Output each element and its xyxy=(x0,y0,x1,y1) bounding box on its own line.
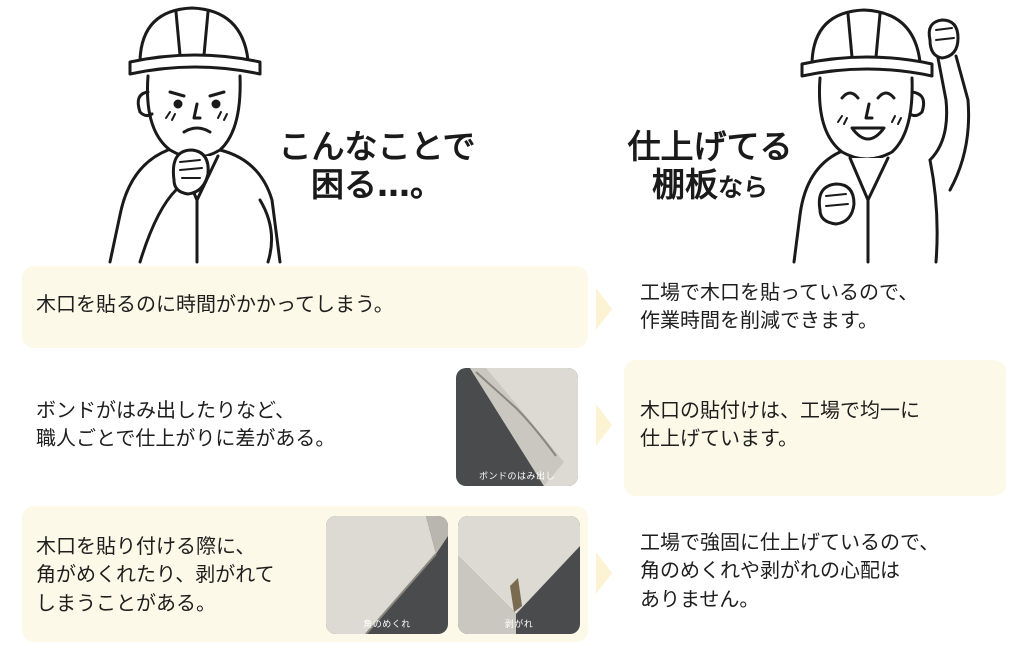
worried-worker-illustration xyxy=(100,0,300,265)
arrow-right-2 xyxy=(596,404,612,446)
solution-box-2 xyxy=(624,360,1006,496)
corner-peel-caption: 角のめくれ xyxy=(363,620,411,630)
worried-headline: こんなことで 困る…。 xyxy=(278,127,476,204)
bond-overflow-caption: ボンドのはみ出し xyxy=(478,472,555,482)
peeling-caption: 剥がれ xyxy=(504,620,534,630)
bond-overflow-photo: ボンドのはみ出し xyxy=(456,368,578,486)
problem-text-2: ボンドがはみ出したりなど、 職人ごとで仕上がりに差がある。 xyxy=(36,398,336,451)
happy-worker-illustration xyxy=(780,0,990,265)
arrow-right-3 xyxy=(596,552,612,594)
problem-box-1 xyxy=(22,266,588,348)
corner-peel-photo: 角のめくれ xyxy=(326,516,448,634)
solution-headline: 仕上げてる 棚板なら xyxy=(627,127,793,204)
peeling-photo: 剥がれ xyxy=(458,516,580,634)
solution-text-2: 木口の貼付けは、工場で均一に 仕上げています。 xyxy=(640,398,920,451)
problem-text-3: 木口を貼り付ける際に、 角がめくれたり、剥がれて しまうことがある。 xyxy=(36,534,275,615)
solution-text-1: 工場で木口を貼っているので、 作業時間を削減できます。 xyxy=(640,280,919,333)
solution-text-3: 工場で強固に仕上げているので、 角のめくれや剥がれの心配は ありません。 xyxy=(640,530,940,611)
arrow-right-1 xyxy=(596,288,612,330)
problem-text-1: 木口を貼るのに時間がかかってしまう。 xyxy=(36,292,394,316)
